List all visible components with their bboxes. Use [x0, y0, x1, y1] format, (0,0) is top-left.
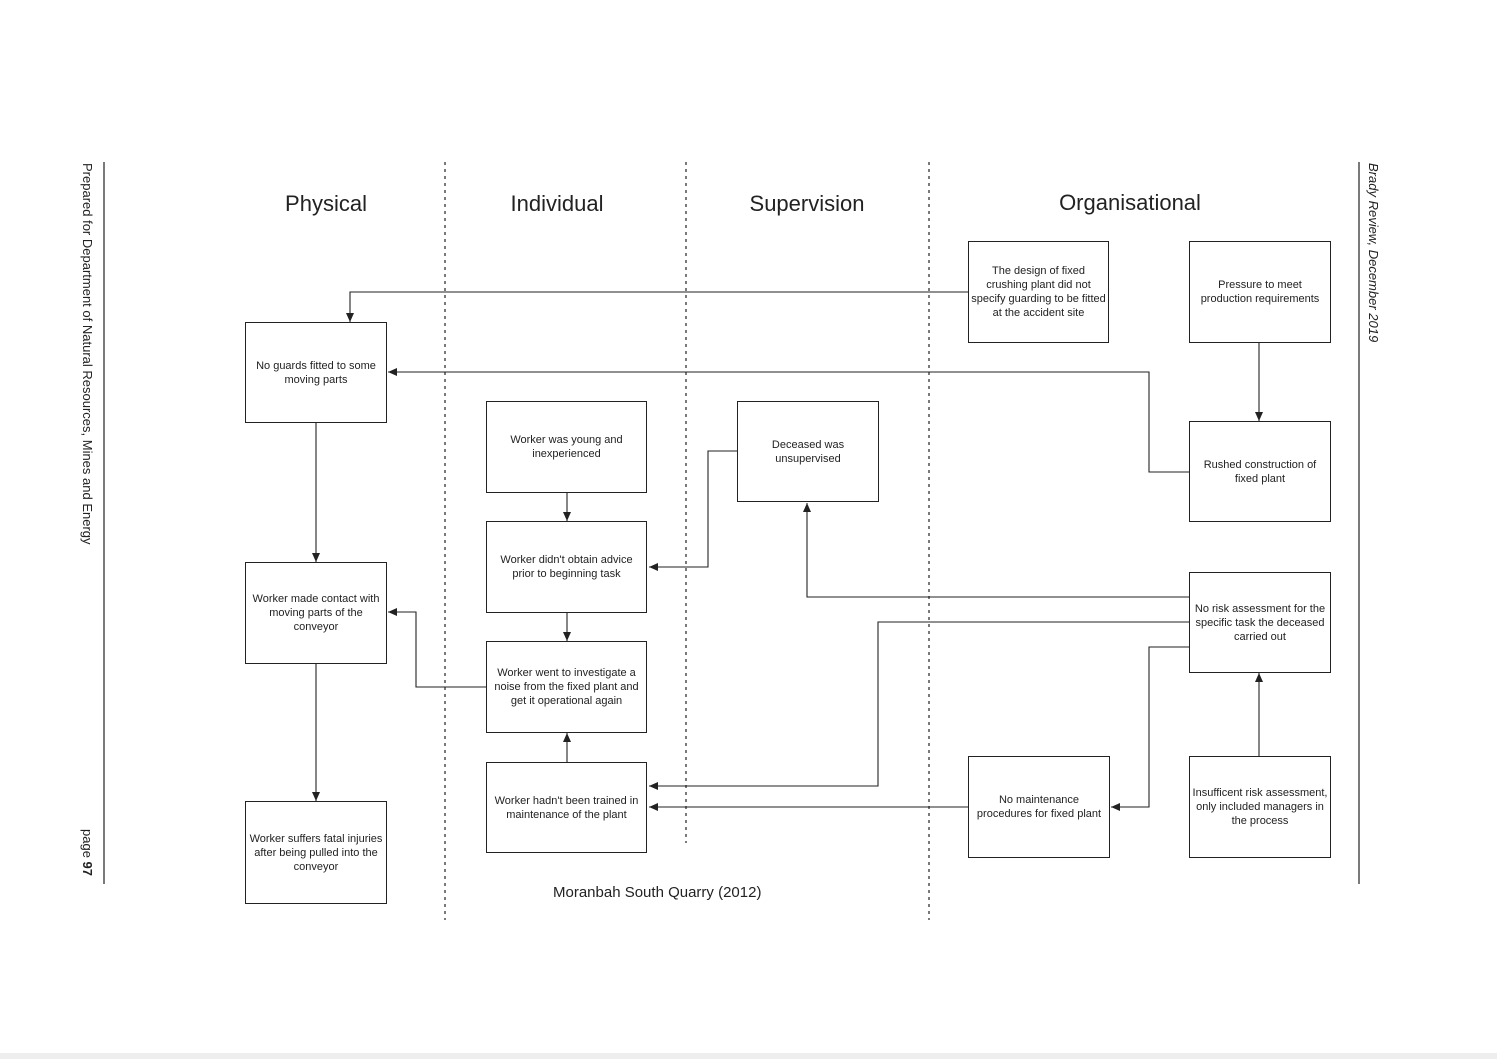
- box-no-maintenance-procedures: No maintenance procedures for fixed plan…: [968, 756, 1110, 858]
- box-rushed-construction-text: Rushed construction of fixed plant: [1203, 458, 1317, 485]
- box-no-risk-assessment-text: No risk assessment for the specific task…: [1194, 602, 1326, 643]
- connector-no-risk-to-no-maintenance: [1111, 646, 1189, 811]
- left-margin-text: Prepared for Department of Natural Resou…: [80, 163, 95, 545]
- box-investigate-noise: Worker went to investigate a noise from …: [486, 641, 647, 733]
- connector-investigate-to-contact: [388, 608, 487, 688]
- box-production-pressure: Pressure to meet production requirements: [1189, 241, 1331, 343]
- connector-no-risk-to-not-trained: [649, 621, 1189, 790]
- box-no-advice-text: Worker didn't obtain advice prior to beg…: [500, 554, 633, 580]
- column-title-individual: Individual: [510, 191, 604, 216]
- box-rushed-construction: Rushed construction of fixed plant: [1189, 421, 1331, 522]
- box-design-guarding: The design of fixed crushing plant did n…: [968, 241, 1109, 343]
- box-production-pressure-text: Pressure to meet production requirements: [1200, 279, 1320, 305]
- box-investigate-noise-text: Worker went to investigate a noise from …: [494, 667, 639, 707]
- diagram-caption: Moranbah South Quarry (2012): [553, 884, 762, 901]
- column-title-supervision: Supervision: [749, 191, 865, 216]
- box-not-trained: Worker hadn't been trained in maintenanc…: [486, 762, 647, 853]
- box-not-trained-text: Worker hadn't been trained in maintenanc…: [494, 794, 639, 821]
- page-number-label: page 97: [80, 829, 95, 876]
- box-fatal-injuries: Worker suffers fatal injuries after bein…: [245, 801, 387, 904]
- box-insufficient-risk-assessment-text: Insufficent risk assessment, only includ…: [1192, 787, 1328, 827]
- connector-unsupervised-to-no-advice: [649, 450, 738, 571]
- connector-design-to-no-guards: [346, 291, 968, 322]
- page-label: page: [80, 829, 95, 858]
- column-title-organisational: Organisational: [1059, 190, 1201, 215]
- box-design-guarding-text: The design of fixed crushing plant did n…: [971, 265, 1106, 319]
- box-unsupervised: Deceased was unsupervised: [737, 401, 879, 502]
- column-title-physical: Physical: [285, 191, 367, 216]
- box-unsupervised-text: Deceased was unsupervised: [771, 438, 845, 465]
- scan-edge: [0, 1053, 1497, 1059]
- box-no-guards: No guards fitted to some moving parts: [245, 322, 387, 423]
- box-no-guards-text: No guards fitted to some moving parts: [256, 359, 376, 386]
- box-no-advice: Worker didn't obtain advice prior to beg…: [486, 521, 647, 613]
- box-no-maintenance-procedures-text: No maintenance procedures for fixed plan…: [976, 794, 1102, 820]
- box-fatal-injuries-text: Worker suffers fatal injuries after bein…: [249, 832, 383, 873]
- box-young-inexperienced: Worker was young and inexperienced: [486, 401, 647, 493]
- box-no-risk-assessment: No risk assessment for the specific task…: [1189, 572, 1331, 673]
- box-insufficient-risk-assessment: Insufficent risk assessment, only includ…: [1189, 756, 1331, 858]
- connector-no-risk-to-unsupervised: [803, 503, 1189, 598]
- page-number: 97: [80, 861, 95, 877]
- connector-rushed-to-no-guards: [388, 368, 1189, 473]
- box-contact-moving-parts-text: Worker made contact with moving parts of…: [252, 593, 380, 633]
- right-margin-text: Brady Review, December 2019: [1366, 163, 1381, 343]
- box-young-inexperienced-text: Worker was young and inexperienced: [510, 434, 623, 460]
- box-contact-moving-parts: Worker made contact with moving parts of…: [245, 562, 387, 664]
